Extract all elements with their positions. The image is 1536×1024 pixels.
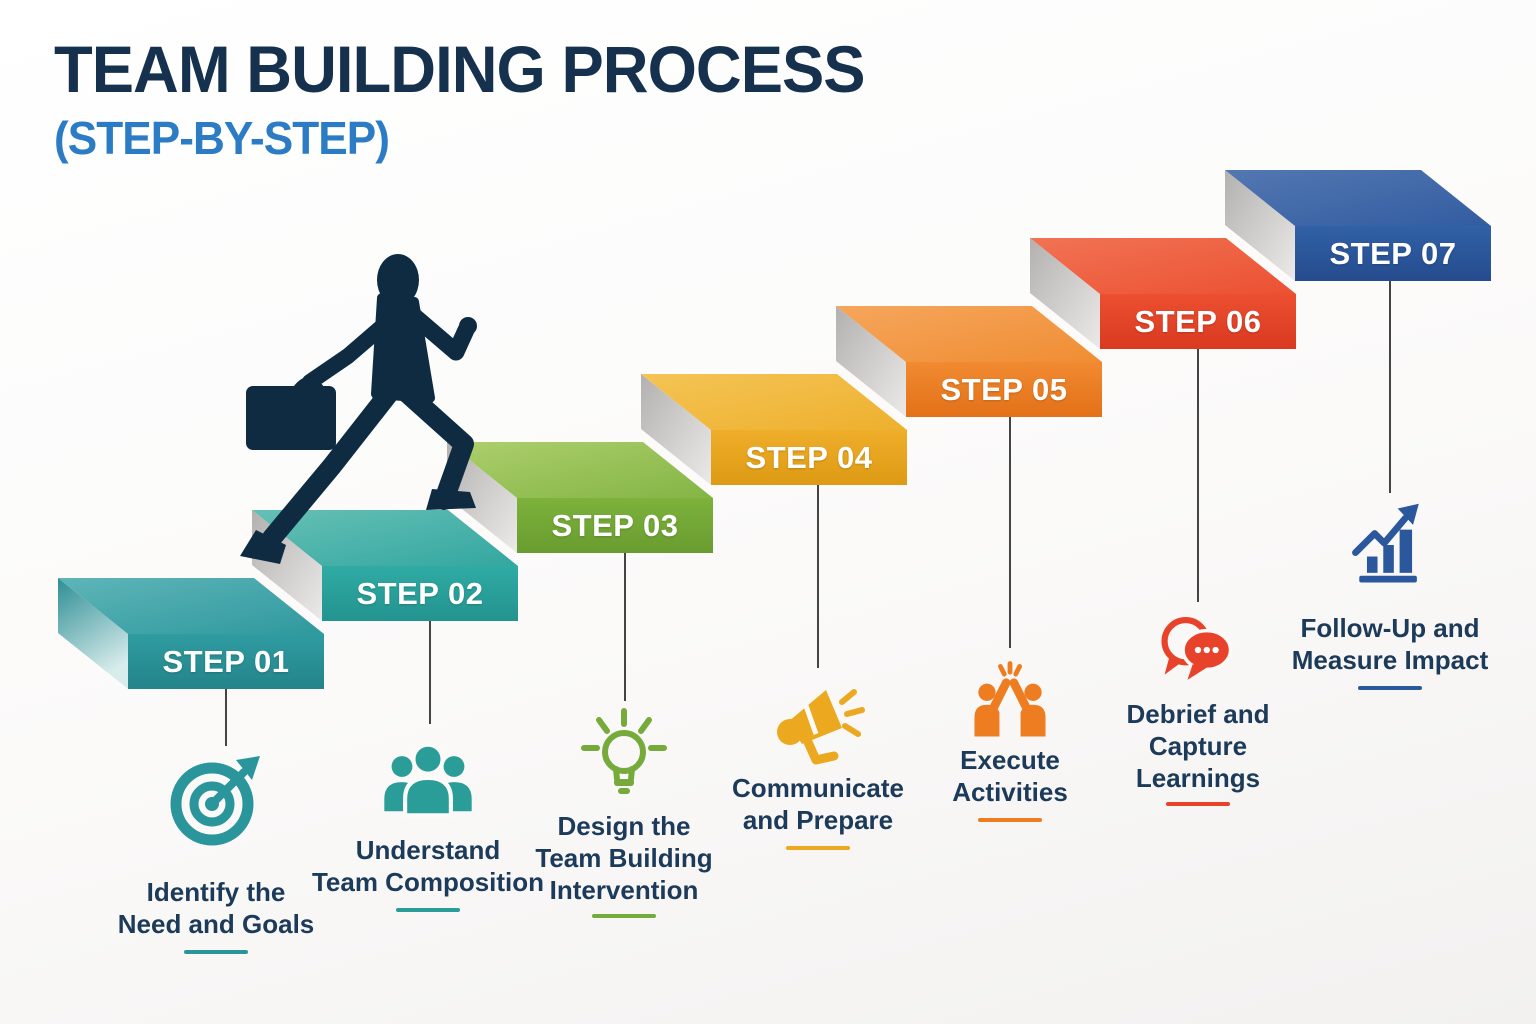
step-01-label: STEP 01 [162, 643, 290, 679]
step-07-description: Follow-Up and Measure Impact [1291, 613, 1489, 675]
step-01-description: Identify the Need and Goals [117, 877, 315, 939]
step-03-description: Design the Team Building Intervention [535, 811, 713, 905]
step-06-description: Debrief and Capture Learnings [1126, 699, 1270, 793]
high-five-icon [974, 661, 1046, 737]
growth-chart-icon [1352, 503, 1419, 583]
step-02-underline [396, 908, 460, 912]
step-01-block [58, 578, 324, 689]
step-03-label: STEP 03 [551, 507, 679, 543]
page-title: TEAM BUILDING PROCESS [54, 32, 866, 106]
header: TEAM BUILDING PROCESS (STEP-BY-STEP) [54, 32, 898, 165]
step-02-description: Understand Team Composition [311, 835, 545, 897]
step-05-label: STEP 05 [940, 371, 1068, 407]
step-04-label: STEP 04 [745, 439, 873, 475]
chat-bubbles-icon [1161, 617, 1233, 680]
step-02-label: STEP 02 [356, 575, 484, 611]
step-07-block [1225, 170, 1491, 281]
step-03-block [447, 442, 713, 553]
connector-lines [225, 281, 1391, 746]
step-04-underline [786, 846, 850, 850]
target-icon [170, 756, 260, 846]
step-05-block [836, 306, 1102, 417]
step-05-description: Execute Activities [952, 745, 1068, 807]
team-group-icon [384, 742, 472, 818]
step-06-label: STEP 06 [1134, 303, 1262, 339]
step-04-block [641, 374, 907, 485]
megaphone-icon [777, 689, 865, 765]
step-04-description: Communicate and Prepare [732, 773, 904, 835]
step-06-block [1030, 238, 1296, 349]
step-03-underline [592, 914, 656, 918]
step-07-label: STEP 07 [1329, 235, 1457, 271]
step-06-underline [1166, 802, 1230, 806]
lightbulb-icon [581, 708, 667, 794]
step-05-underline [978, 818, 1042, 822]
page-subtitle: (STEP-BY-STEP) [54, 112, 390, 165]
step-07-underline [1358, 686, 1422, 690]
businessman-silhouette [240, 254, 477, 564]
step-01-underline [184, 950, 248, 954]
